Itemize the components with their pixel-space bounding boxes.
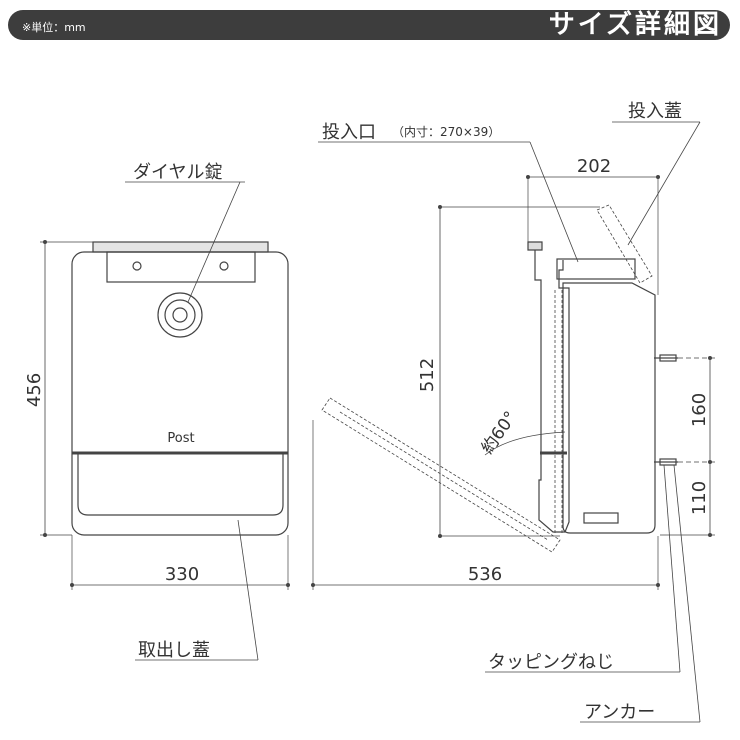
callout-slot: 投入口: [322, 122, 376, 143]
angle-arc: [484, 431, 566, 456]
screw-icon: [132, 261, 142, 271]
side-view: [312, 121, 715, 723]
callout-slot-size: （内寸：270×39）: [392, 125, 500, 139]
dim-label-536: 536: [468, 564, 502, 585]
dim-label-110: 110: [689, 481, 710, 515]
callout-dial-lock: ダイヤル錠: [133, 162, 222, 183]
side-body: [562, 282, 656, 534]
callout-takeout-lid: 取出し蓋: [138, 640, 210, 661]
dim-label-512: 512: [417, 358, 438, 392]
dim-label-160: 160: [689, 393, 710, 427]
screw-icon: [219, 261, 229, 271]
callout-tapping-screw: タッピングねじ: [488, 652, 614, 673]
angle-label: 約60°: [478, 408, 521, 458]
dimension-dots: [43, 175, 712, 587]
top-bracket: [92, 241, 269, 253]
front-view: [40, 181, 289, 661]
callout-slot-lid: 投入蓋: [628, 101, 682, 122]
hinge-plate: [106, 251, 256, 283]
page-title: サイズ詳細図: [548, 10, 722, 40]
unit-note: ※単位：mm: [22, 21, 86, 34]
dim-label-330: 330: [165, 564, 199, 585]
slot-lid-open: [596, 204, 653, 284]
post-label: Post: [167, 431, 194, 446]
dim-label-456: 456: [24, 373, 45, 407]
anchor-icon: [654, 458, 678, 466]
front-body: [71, 251, 289, 536]
callout-anchor: アンカー: [584, 702, 655, 723]
tapping-screw-icon: [654, 354, 678, 362]
takeout-lid: [77, 453, 284, 516]
dial-lock-icon: [157, 292, 203, 338]
takeout-lid-open: [321, 397, 561, 553]
slot-lid: [556, 258, 636, 280]
dim-label-202: 202: [577, 156, 611, 177]
header-banner: [8, 10, 730, 40]
